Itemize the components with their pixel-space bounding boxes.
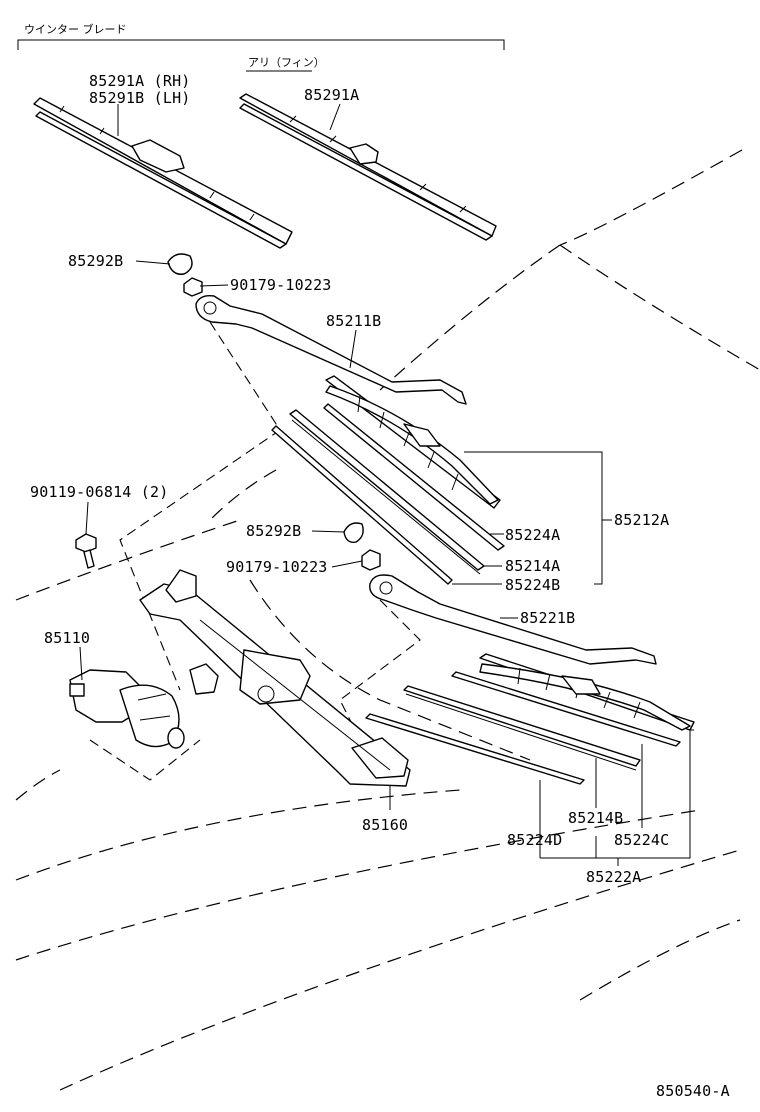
label-85291b-lh: 85291B (LH) <box>89 89 191 107</box>
leader-lines <box>79 103 694 866</box>
wiper-blade-aero-icon <box>239 93 497 241</box>
label-85224d: 85224D <box>507 831 562 849</box>
rubber-85224c-icon <box>451 671 681 747</box>
label-85160: 85160 <box>362 816 408 834</box>
wiper-arm-icon <box>195 294 467 405</box>
nut-mid-icon <box>361 549 381 571</box>
header-sub-title: アリ（フィン） <box>248 56 325 69</box>
bolt-icon <box>75 533 97 569</box>
wiper-link-icon <box>139 569 411 787</box>
header-title: ウインター ブレード <box>24 22 127 36</box>
label-85292b-mid: 85292B <box>246 522 301 540</box>
label-85224c: 85224C <box>614 831 669 849</box>
label-85212a: 85212A <box>614 511 669 529</box>
label-90179-top: 90179-10223 <box>230 276 332 294</box>
label-85224a: 85224A <box>505 526 560 544</box>
rubber-85214a-icon <box>289 409 485 571</box>
label-85291a: 85291A <box>304 86 359 104</box>
figure-code: 850540-A <box>656 1082 730 1100</box>
label-85211b: 85211B <box>326 312 381 330</box>
label-90119: 90119-06814 (2) <box>30 483 168 501</box>
rubber-85224d-icon <box>365 713 585 785</box>
label-85221b: 85221B <box>520 609 575 627</box>
wiper-motor-icon <box>69 669 185 749</box>
label-85291a-rh: 85291A (RH) <box>89 72 191 90</box>
label-85224b: 85224B <box>505 576 560 594</box>
vehicle-body-outline <box>15 149 760 1091</box>
part-labels: 85291A (RH) 85291B (LH) 85291A 85292B 90… <box>30 72 730 1100</box>
label-85214a: 85214A <box>505 557 560 575</box>
label-85110: 85110 <box>44 629 90 647</box>
nut-icon <box>183 277 203 297</box>
cap-mid-icon <box>343 522 364 543</box>
rubber-85224a-icon <box>323 403 505 551</box>
cap-icon <box>167 253 193 275</box>
wiper-blade-assy-a-icon <box>325 375 501 509</box>
wiper-blade-icon <box>33 97 293 249</box>
label-85292b-top: 85292B <box>68 252 123 270</box>
wiper-arm-b-icon <box>369 574 657 665</box>
assembly-guides <box>89 321 421 781</box>
wiper-blade-assy-b-icon <box>479 653 695 731</box>
label-85222a: 85222A <box>586 868 641 886</box>
rubber-85224b-icon <box>271 425 453 585</box>
rubber-85214b-icon <box>403 685 641 767</box>
label-85214b: 85214B <box>568 809 623 827</box>
label-90179-mid: 90179-10223 <box>226 558 328 576</box>
header-bracket: ウインター ブレード アリ（フィン） <box>17 22 505 72</box>
